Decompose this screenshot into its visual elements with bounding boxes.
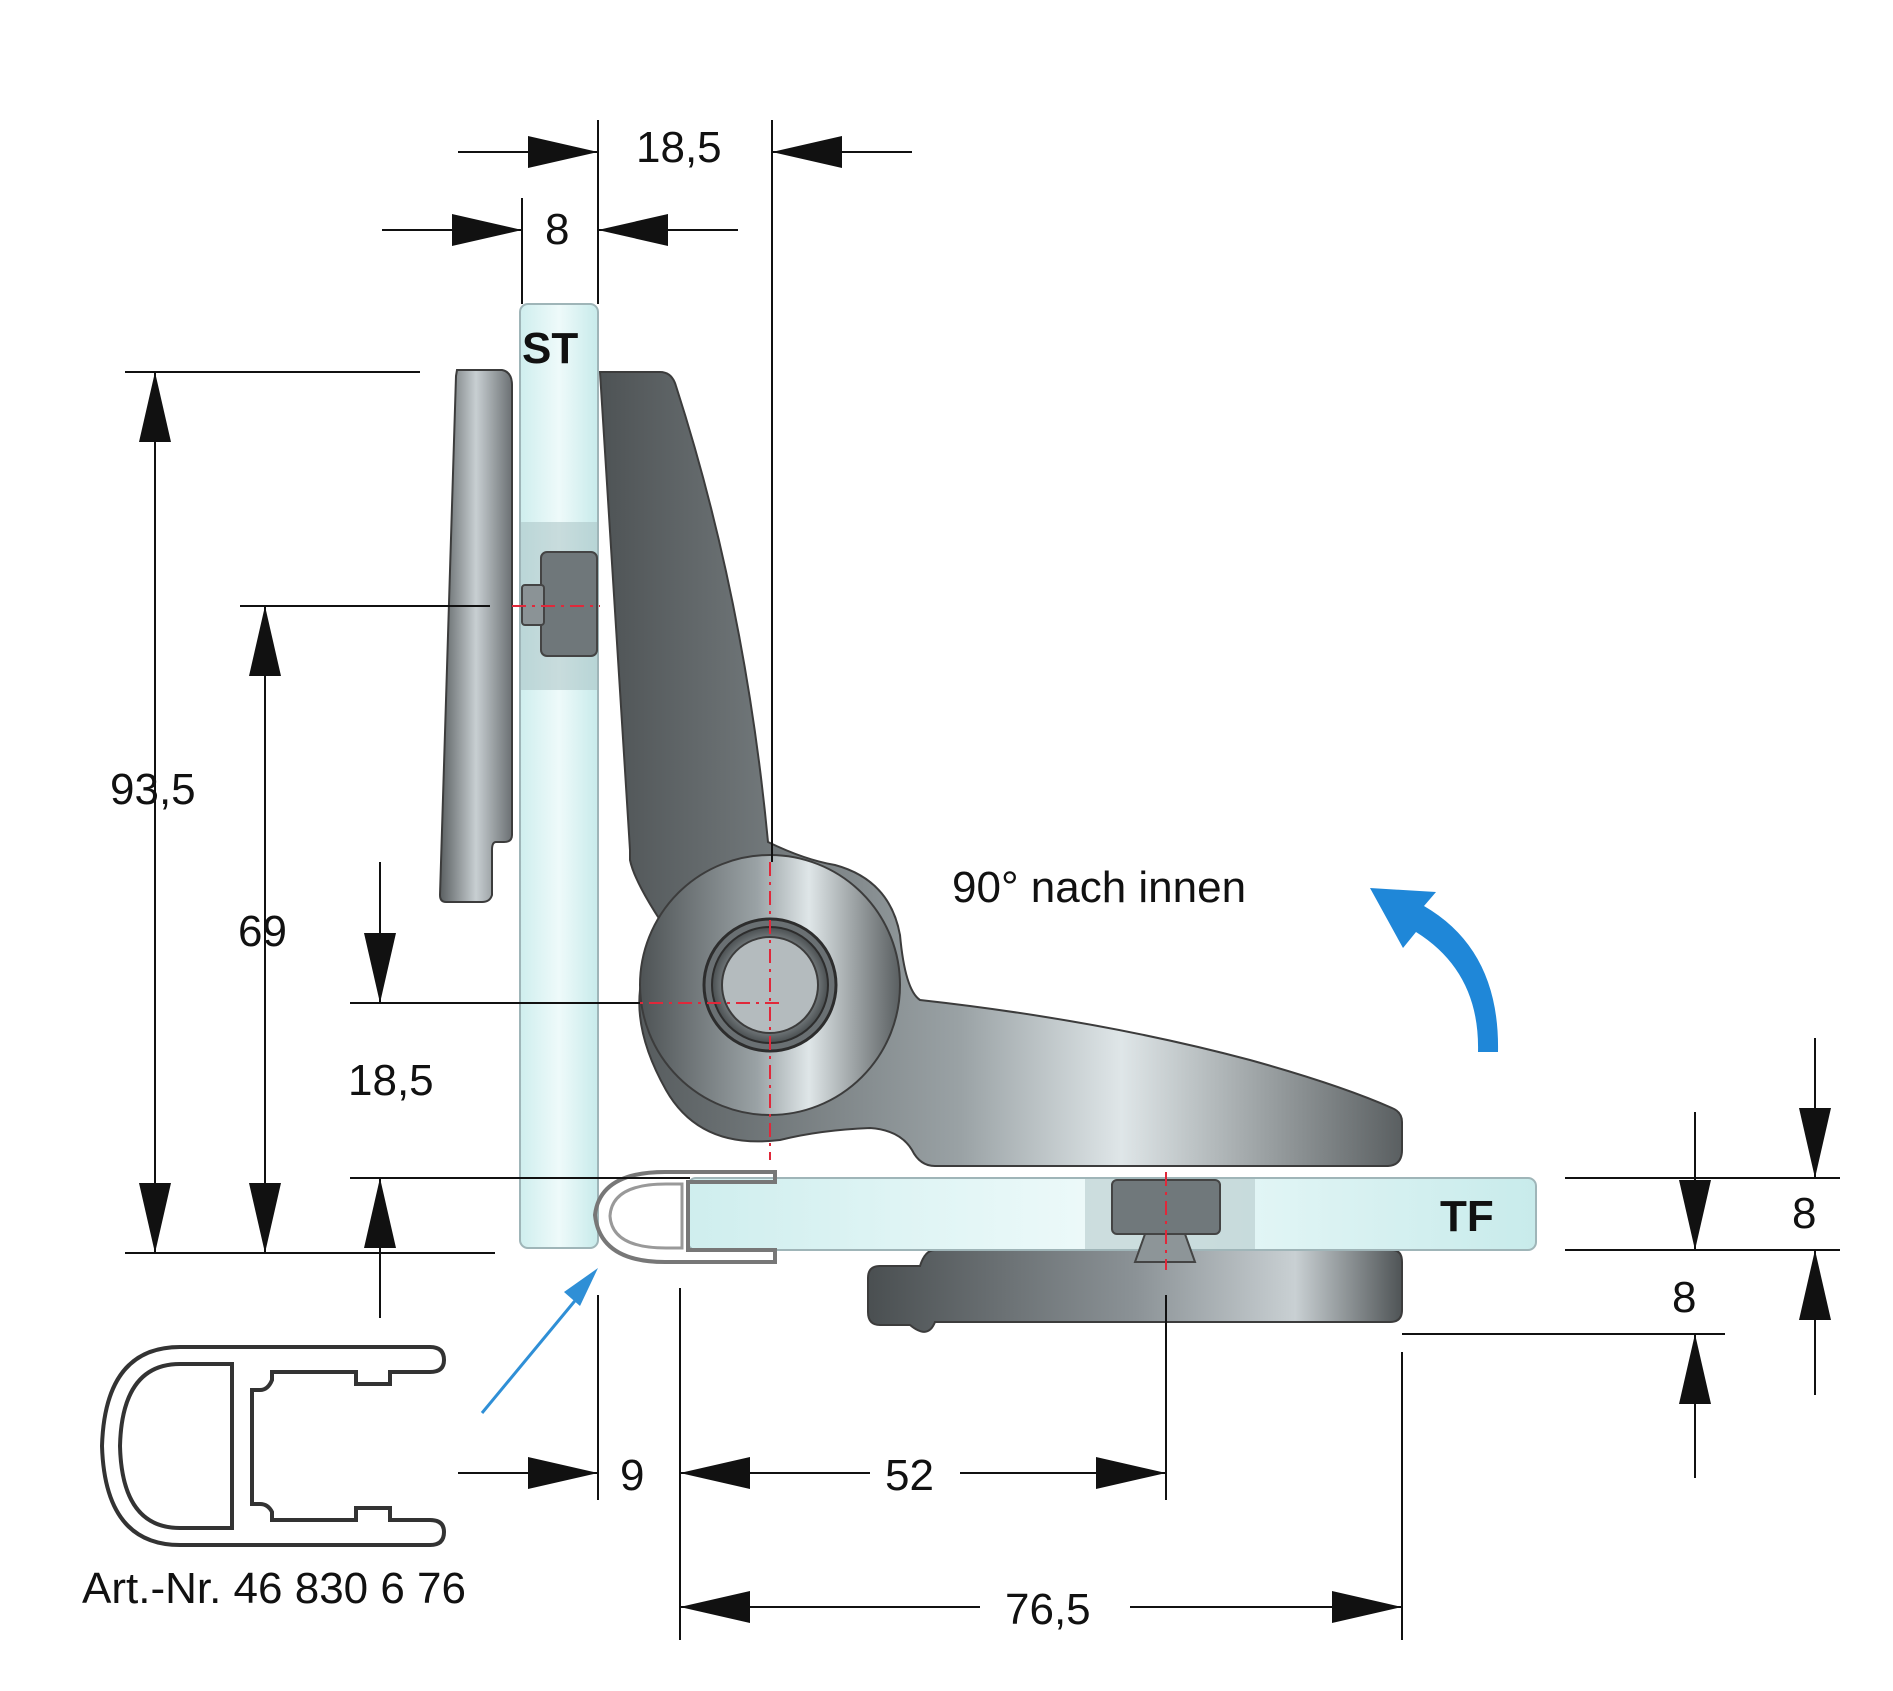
dim-total-height: 93,5: [110, 765, 196, 814]
dimension-lines: [125, 120, 1840, 1640]
gasket-in-place: [592, 1170, 777, 1264]
tf-screw-neck: [1133, 1233, 1197, 1263]
dim-mount-height: 69: [238, 907, 287, 956]
dim-swing-center: 52: [885, 1451, 934, 1500]
tf-glass-label: TF: [1440, 1192, 1494, 1241]
dim-glass-thickness-right: 8: [1792, 1189, 1816, 1238]
rotation-arrow: [1370, 888, 1499, 1052]
st-glass-label: ST: [522, 324, 578, 373]
article-number: Art.-Nr. 46 830 6 76: [82, 1564, 466, 1613]
dim-gap: 9: [620, 1451, 644, 1500]
gasket-pointer-line: [480, 1284, 590, 1414]
left-clamp-plate: [438, 369, 513, 903]
rotation-note: 90° nach innen: [952, 863, 1246, 912]
dim-glass-thickness-top: 8: [545, 205, 569, 254]
gasket-inner: [608, 1182, 684, 1250]
dim-swing-length: 76,5: [1005, 1585, 1091, 1634]
st-glass: [519, 303, 599, 1249]
gasket-profile-detail: [99, 1345, 447, 1547]
dim-plate-thickness-right: 8: [1672, 1273, 1696, 1322]
lower-clamp-plate: [867, 1249, 1403, 1333]
st-screw-head-overlay: [540, 551, 598, 657]
dim-top-offset: 18,5: [636, 123, 722, 172]
dim-pivot-offset: 18,5: [348, 1056, 434, 1105]
gasket-pointer-head: [564, 1268, 598, 1306]
